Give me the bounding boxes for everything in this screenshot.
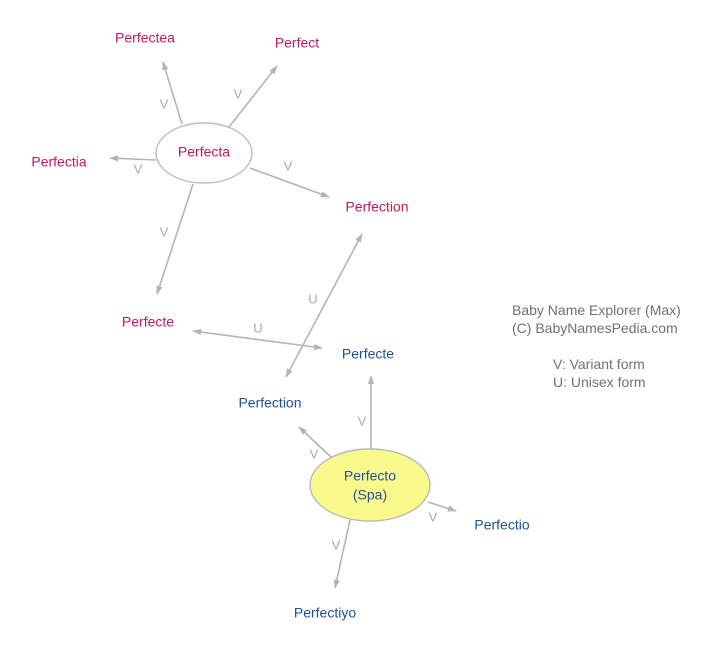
name-label: Perfecte — [342, 346, 394, 362]
edge-perfecto-to-perfection-m — [298, 426, 334, 460]
edge-label: V — [358, 413, 367, 428]
legend-title: Baby Name Explorer (Max) — [512, 302, 681, 318]
name-node-perfecto[interactable]: Perfecto (Spa) — [309, 448, 431, 522]
name-node-perfection-f[interactable]: Perfection — [345, 199, 408, 215]
name-label: Perfectiyo — [294, 605, 356, 621]
name-label: Perfectio — [474, 517, 529, 533]
edge-label: V — [160, 96, 169, 111]
name-label: Perfection — [238, 395, 301, 411]
edge-label: V — [234, 86, 243, 101]
name-label: Perfecta — [178, 144, 230, 160]
legend-copyright: (C) BabyNamesPedia.com — [512, 320, 678, 336]
name-node-perfection-m[interactable]: Perfection — [238, 395, 301, 411]
name-node-perfectio[interactable]: Perfectio — [474, 517, 529, 533]
edge-label: V — [160, 224, 169, 239]
edge-perfecto-to-perfectio — [427, 501, 457, 512]
name-label: Perfectia — [31, 154, 86, 170]
name-ellipse — [155, 122, 253, 184]
name-label: Perfect — [275, 35, 319, 51]
name-node-perfecte-f[interactable]: Perfecte — [122, 314, 174, 330]
edge-perfecto-to-perfectiyo — [333, 519, 351, 589]
edge-label: V — [310, 446, 319, 461]
nodes-layer: Perfecta Perfectea PerfectPerfectiaPerfect… — [31, 30, 529, 621]
edge-label: V — [284, 158, 293, 173]
edge-label: U — [308, 291, 317, 306]
origin-label: (Spa) — [353, 487, 387, 503]
legend-unisex-key: U: Unisex form — [553, 374, 646, 390]
edge-label: V — [332, 537, 341, 552]
name-label: Perfectea — [115, 30, 175, 46]
name-node-perfect[interactable]: Perfect — [275, 35, 319, 51]
focus-name-ellipse — [309, 448, 431, 522]
name-label: Perfecte — [122, 314, 174, 330]
edges-layer: V V V V V U U V V V V — [109, 61, 457, 589]
edge-perfecta-to-perfection-f — [249, 167, 330, 198]
edge-label: V — [134, 161, 143, 176]
edge-label: U — [253, 320, 262, 335]
edge-label: V — [429, 509, 438, 524]
edge-perfecta-to-perfect — [228, 65, 278, 128]
name-label: Perfecto — [344, 468, 396, 484]
edge-perfection-m-to-perfection-f — [285, 233, 363, 378]
name-node-perfectea[interactable]: Perfectea — [115, 30, 175, 46]
name-node-perfectiyo[interactable]: Perfectiyo — [294, 605, 356, 621]
edge-perfecta-to-perfectea — [162, 61, 183, 125]
edge-perfecta-to-perfectia — [109, 155, 157, 162]
name-label: Perfection — [345, 199, 408, 215]
name-node-perfecta[interactable]: Perfecta — [155, 122, 253, 184]
edge-perfecta-to-perfecte-f — [156, 183, 194, 295]
name-node-perfectia[interactable]: Perfectia — [31, 154, 86, 170]
legend-variant-key: V: Variant form — [553, 356, 645, 372]
name-node-perfecte-m[interactable]: Perfecte — [342, 346, 394, 362]
